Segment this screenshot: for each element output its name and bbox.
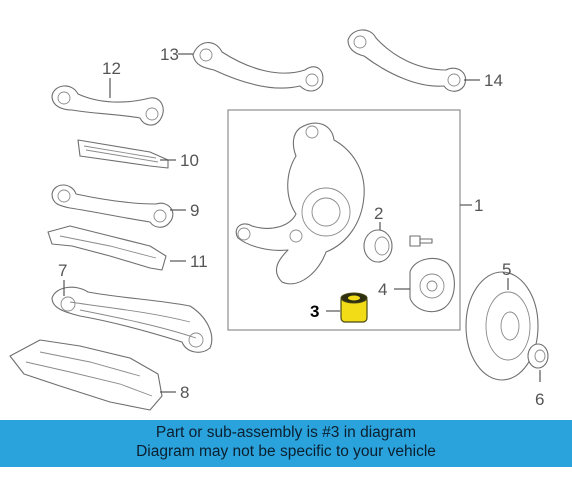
part-9-lateral-link[interactable] (51, 184, 174, 228)
bolt-icon (409, 235, 433, 247)
part-8-lower-cover[interactable] (9, 339, 163, 411)
part-6-bearing-cap[interactable] (527, 343, 549, 369)
part-11-shield[interactable] (47, 225, 167, 271)
part-13-control-arm[interactable] (192, 42, 324, 92)
callout-13[interactable]: 13 (160, 45, 179, 64)
part-14-control-arm[interactable] (347, 29, 466, 92)
callout-8[interactable]: 8 (180, 383, 189, 402)
callout-14[interactable]: 14 (484, 71, 503, 90)
part-10-bracket[interactable] (77, 139, 169, 169)
banner-line-part: Part or sub-assembly is #3 in diagram (155, 424, 417, 441)
part-2-bushing[interactable] (363, 229, 393, 263)
part-5-brake-rotor[interactable] (465, 271, 539, 381)
callout-12[interactable]: 12 (102, 59, 121, 78)
callout-3[interactable]: 3 (310, 302, 319, 321)
callout-6[interactable]: 6 (535, 390, 544, 409)
callout-5[interactable]: 5 (502, 260, 511, 279)
callout-7[interactable]: 7 (58, 261, 67, 280)
info-banner (0, 420, 572, 467)
callout-2[interactable]: 2 (374, 204, 383, 223)
callout-9[interactable]: 9 (190, 201, 199, 220)
part-4-hub[interactable] (409, 257, 455, 313)
callout-11[interactable]: 11 (190, 252, 208, 271)
banner-line-disclaimer: Diagram may not be specific to your vehi… (136, 443, 436, 460)
callout-10[interactable]: 10 (180, 151, 199, 170)
assembly-box (227, 109, 461, 331)
part-3-bushing-highlighted[interactable] (340, 292, 368, 323)
callout-1[interactable]: 1 (474, 196, 483, 215)
part-12-control-arm[interactable] (51, 85, 164, 126)
part-7-lower-arm[interactable] (51, 286, 213, 353)
callout-4[interactable]: 4 (378, 280, 387, 299)
part-1-knuckle[interactable] (235, 122, 365, 285)
